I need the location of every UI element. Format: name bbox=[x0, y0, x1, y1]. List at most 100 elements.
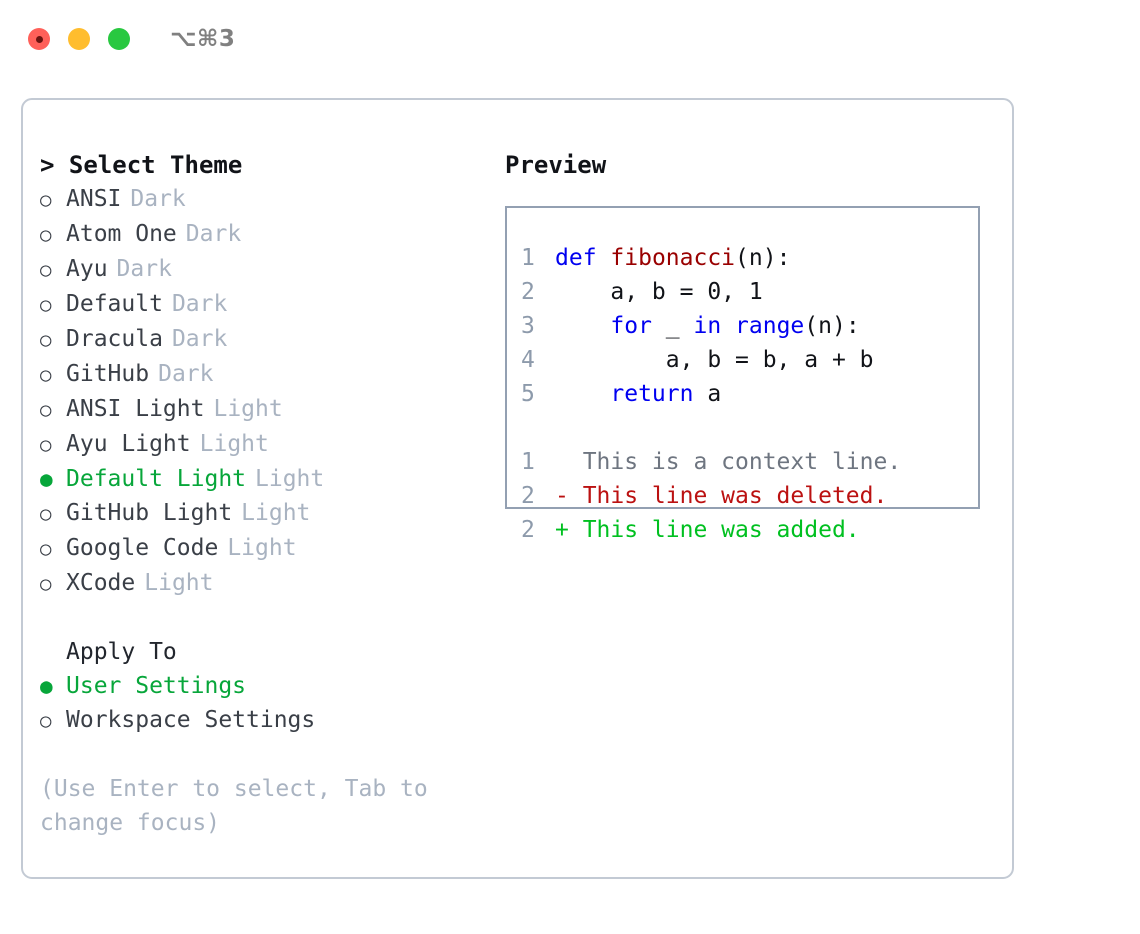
diff-line-text: This is a context line. bbox=[555, 449, 902, 475]
code-token-plain: a, b = 0, 1 bbox=[555, 279, 763, 305]
theme-option-category: Dark bbox=[158, 361, 214, 387]
theme-option-category: Light bbox=[199, 431, 269, 457]
code-token-kw: return bbox=[610, 381, 694, 407]
code-diff-separator bbox=[521, 411, 978, 445]
diff-line-text: + This line was added. bbox=[555, 517, 860, 543]
code-token-kw: range bbox=[735, 313, 805, 339]
apply-to-option-list[interactable]: ● User Settings ○ Workspace Settings bbox=[40, 669, 501, 738]
radio-unselected-icon: ○ bbox=[40, 710, 52, 732]
shortcut-label: ⌥⌘3 bbox=[170, 26, 236, 52]
radio-selected-icon: ● bbox=[40, 674, 53, 698]
close-button[interactable] bbox=[28, 28, 50, 50]
radio-unselected-icon: ○ bbox=[40, 294, 52, 316]
code-line-text: for _ in range(n): bbox=[555, 309, 860, 343]
radio-unselected-icon: ○ bbox=[40, 189, 52, 211]
theme-option-category: Dark bbox=[116, 256, 172, 282]
radio-unselected-icon: ○ bbox=[40, 399, 52, 421]
code-line: 2 a, b = 0, 1 bbox=[521, 275, 978, 309]
theme-option-label: ANSI bbox=[66, 186, 122, 212]
theme-option-label: Default Light bbox=[66, 466, 247, 492]
apply-to-option-label: User Settings bbox=[66, 673, 247, 699]
apply-to-option-user-settings[interactable]: ● User Settings bbox=[40, 669, 501, 703]
theme-option-category: Light bbox=[241, 500, 311, 526]
theme-option-google-code[interactable]: ○ Google Code Light bbox=[40, 531, 501, 566]
theme-option-ansi[interactable]: ○ ANSI Dark bbox=[40, 182, 501, 217]
code-token-kw: def bbox=[555, 245, 597, 271]
theme-option-label: Ayu Light bbox=[66, 431, 191, 457]
code-token-plain: a bbox=[693, 381, 722, 407]
theme-option-label: Dracula bbox=[66, 326, 163, 352]
diff-line-ctx: 1 This is a context line. bbox=[521, 445, 978, 479]
radio-unselected-icon: ○ bbox=[40, 364, 52, 386]
diff-line-number: 2 bbox=[521, 483, 535, 509]
section-spacer bbox=[40, 601, 501, 635]
code-line: 4 a, b = b, a + b bbox=[521, 343, 978, 377]
code-token-plain bbox=[597, 245, 611, 271]
theme-option-label: Default bbox=[66, 291, 163, 317]
theme-option-category: Dark bbox=[185, 221, 242, 247]
minimize-button[interactable] bbox=[68, 28, 90, 50]
theme-option-category: Dark bbox=[171, 326, 228, 352]
theme-option-label: Google Code bbox=[66, 535, 219, 561]
diff-sample: 1 This is a context line. 2 - This line wa… bbox=[521, 445, 978, 547]
diff-line-number: 2 bbox=[521, 517, 535, 543]
preview-title: Preview bbox=[505, 151, 607, 179]
theme-option-label: GitHub Light bbox=[66, 500, 233, 526]
theme-option-github-light[interactable]: ○ GitHub Light Light bbox=[40, 496, 501, 531]
radio-unselected-icon: ○ bbox=[40, 573, 52, 595]
diff-line-add: 2 + This line was added. bbox=[521, 513, 978, 547]
code-token-fn: fibonacci bbox=[610, 245, 736, 271]
code-token-kw: for bbox=[610, 313, 652, 339]
theme-option-category: Light bbox=[227, 535, 297, 561]
title-bar: ⌥⌘3 bbox=[0, 0, 1140, 78]
diff-line-text: - This line was deleted. bbox=[555, 483, 888, 509]
code-token-plain bbox=[555, 381, 610, 407]
radio-unselected-icon: ○ bbox=[40, 434, 52, 456]
keyboard-hint: (Use Enter to select, Tab to change focu… bbox=[40, 776, 428, 836]
diff-line-number: 1 bbox=[521, 449, 535, 475]
diff-line-del: 2 - This line was deleted. bbox=[521, 479, 978, 513]
code-line-text: return a bbox=[555, 377, 721, 411]
code-line-number: 4 bbox=[521, 347, 535, 373]
theme-option-dracula[interactable]: ○ Dracula Dark bbox=[40, 322, 501, 357]
code-line-text: a, b = b, a + b bbox=[555, 343, 874, 377]
theme-option-label: ANSI Light bbox=[66, 396, 205, 422]
theme-option-category: Dark bbox=[171, 291, 228, 317]
theme-option-xcode[interactable]: ○ XCode Light bbox=[40, 566, 501, 601]
code-line: 3 for _ in range(n): bbox=[521, 309, 978, 343]
code-line: 5 return a bbox=[521, 377, 978, 411]
radio-unselected-icon: ○ bbox=[40, 224, 52, 246]
code-token-plain bbox=[555, 313, 610, 339]
theme-option-default[interactable]: ○ Default Dark bbox=[40, 287, 501, 322]
code-token-plain bbox=[721, 313, 735, 339]
code-line-text: def fibonacci(n): bbox=[555, 241, 790, 275]
code-line-number: 5 bbox=[521, 381, 535, 407]
window-controls bbox=[28, 28, 130, 50]
radio-unselected-icon: ○ bbox=[40, 503, 52, 525]
apply-to-option-workspace-settings[interactable]: ○ Workspace Settings bbox=[40, 703, 501, 738]
theme-option-label: XCode bbox=[66, 570, 136, 596]
code-token-plain: (n): bbox=[804, 313, 860, 339]
radio-unselected-icon: ○ bbox=[40, 329, 52, 351]
radio-unselected-icon: ○ bbox=[40, 538, 52, 560]
apply-to-option-label: Workspace Settings bbox=[66, 707, 316, 733]
code-line-number: 2 bbox=[521, 279, 535, 305]
code-token-plain: _ bbox=[651, 313, 694, 339]
code-line-text: a, b = 0, 1 bbox=[555, 275, 763, 309]
theme-option-ayu-light[interactable]: ○ Ayu Light Light bbox=[40, 427, 501, 462]
zoom-button[interactable] bbox=[108, 28, 130, 50]
code-token-plain: a, b = b, a + b bbox=[555, 347, 874, 373]
theme-option-category: Light bbox=[144, 570, 214, 596]
theme-option-category: Dark bbox=[130, 186, 186, 212]
